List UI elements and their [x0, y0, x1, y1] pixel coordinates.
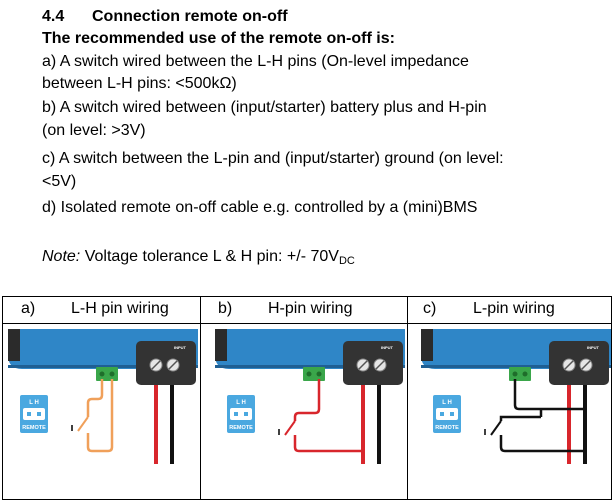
column-header-b: b) H-pin wiring	[218, 300, 352, 318]
screw-slot	[375, 360, 385, 370]
remote-plug-pin	[234, 412, 238, 416]
input-terminal-block	[549, 341, 609, 385]
connector-pin	[316, 371, 322, 377]
remote-lh-label: L H	[442, 400, 452, 406]
section-heading: 4.4 Connection remote on-off	[42, 8, 288, 26]
remote-lh-label: L H	[29, 400, 39, 406]
input-terminal-block	[343, 341, 403, 385]
device-shadow	[215, 365, 405, 368]
remote-text: REMOTE	[229, 425, 253, 431]
note-label: Note:	[42, 248, 81, 265]
remote-text: REMOTE	[22, 425, 46, 431]
column-divider	[200, 297, 201, 499]
connector-pin	[306, 371, 312, 377]
remote-connector	[303, 367, 325, 381]
device-mount-tab	[215, 329, 227, 361]
column-letter: a)	[21, 300, 36, 317]
device-mount-tab	[8, 329, 20, 361]
switch-lever	[284, 420, 296, 436]
positive-cable	[361, 385, 365, 464]
remote-connector	[509, 367, 531, 381]
note-subscript: DC	[338, 255, 355, 267]
connector-pin	[99, 371, 105, 377]
remote-wire-l	[86, 379, 104, 417]
input-label: INPUT	[381, 345, 394, 350]
column-letter: b)	[218, 300, 233, 317]
wiring-diagram-a: INPUT L H REMOTE	[8, 329, 198, 464]
section-title: Connection remote on-off	[92, 8, 288, 25]
column-title: L-pin wiring	[473, 300, 555, 317]
option-d-line: d) Isolated remote on-off cable e.g. con…	[42, 199, 478, 216]
connector-pin	[522, 371, 528, 377]
voltage-note: Note: Voltage tolerance L & H pin: +/- 7…	[42, 248, 355, 267]
input-terminal-block	[136, 341, 196, 385]
remote-plug-pin	[450, 412, 454, 416]
column-letter: c)	[423, 300, 437, 317]
screw-slot	[564, 360, 574, 370]
device-mount-tab	[421, 329, 433, 361]
option-b-line-1: b) A switch wired between (input/starter…	[42, 99, 487, 116]
screw-slot	[168, 360, 178, 370]
remote-plug	[230, 408, 252, 420]
wiring-diagram-c: INPUT L H REMOTE	[421, 329, 611, 464]
option-a-line-1: a) A switch wired between the L-H pins (…	[42, 53, 469, 70]
connector-pin	[512, 371, 518, 377]
remote-plug-pin	[244, 412, 248, 416]
connector-pin	[109, 371, 115, 377]
column-header-a: a) L-H pin wiring	[21, 300, 169, 318]
screw-slot	[581, 360, 591, 370]
positive-cable	[154, 385, 158, 464]
negative-cable	[583, 385, 587, 464]
device-shadow	[421, 365, 611, 368]
wire-to-ground	[499, 435, 583, 453]
column-header-c: c) L-pin wiring	[423, 300, 555, 318]
remote-plug	[436, 408, 458, 420]
wire-to-battery-plus	[293, 435, 361, 453]
input-label: INPUT	[174, 345, 187, 350]
positive-cable	[567, 385, 571, 464]
wiring-table: a) L-H pin wiring b) H-pin wiring c) L-pin …	[2, 296, 612, 500]
screw-slot	[151, 360, 161, 370]
section-number: 4.4	[42, 8, 65, 25]
remote-plug-pin	[37, 412, 41, 416]
wire-to-switch	[499, 415, 541, 421]
negative-cable	[377, 385, 381, 464]
remote-plug-pin	[27, 412, 31, 416]
option-c-line-1: c) A switch between the L-pin and (input…	[42, 150, 504, 167]
remote-wire-h	[86, 379, 114, 453]
option-b-line-2: (on level: >3V)	[42, 122, 146, 139]
recommendation-heading: The recommended use of the remote on-off…	[42, 30, 395, 47]
note-text: Voltage tolerance L & H pin: +/- 70V	[80, 248, 339, 265]
remote-text: REMOTE	[435, 425, 459, 431]
remote-plug-pin	[440, 412, 444, 416]
input-label: INPUT	[587, 345, 600, 350]
device-shadow	[8, 365, 198, 368]
header-divider	[3, 323, 611, 324]
switch-lever	[490, 420, 502, 436]
remote-wire-l	[513, 379, 583, 411]
wiring-diagram-b: INPUT L H REMOTE	[215, 329, 405, 464]
remote-wire-h	[293, 379, 321, 421]
column-title: H-pin wiring	[268, 300, 353, 317]
column-divider	[407, 297, 408, 499]
negative-cable	[170, 385, 174, 464]
option-a-line-2: between L-H pins: <500kΩ)	[42, 75, 237, 92]
switch-lever	[77, 416, 89, 432]
option-c-line-2: <5V)	[42, 173, 77, 190]
column-title: L-H pin wiring	[71, 300, 169, 317]
remote-connector	[96, 367, 118, 381]
screw-slot	[358, 360, 368, 370]
remote-plug	[23, 408, 45, 420]
remote-lh-label: L H	[236, 400, 246, 406]
